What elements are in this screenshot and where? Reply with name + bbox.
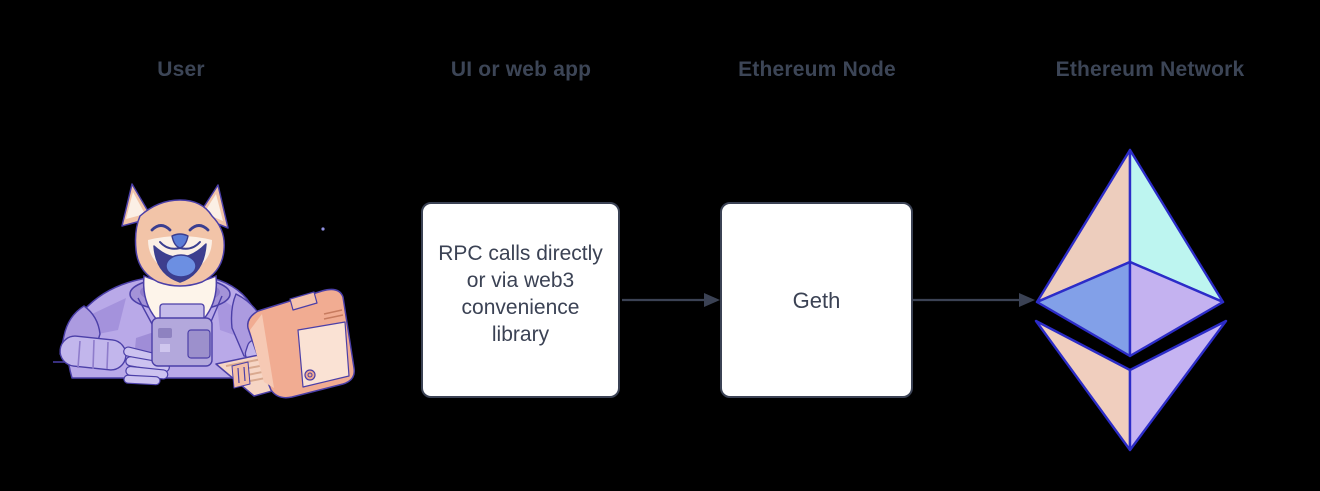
- tongue: [165, 254, 197, 278]
- ethereum-diamond-icon: [1034, 148, 1228, 452]
- column-label-ui-web-app: UI or web app: [450, 58, 592, 81]
- arrow-node-to-network: [913, 293, 1035, 307]
- rpc-box-line: or via web3: [466, 269, 575, 292]
- column-label-ethereum-node: Ethereum Node: [738, 58, 896, 81]
- arrowhead-icon: [1019, 293, 1035, 307]
- geth-box-label: Geth: [792, 287, 841, 313]
- closed-happy-eyes: [150, 224, 210, 232]
- eth-face-mid-right: [1128, 260, 1225, 358]
- doge-astronaut-at-computer-icon: [53, 183, 356, 399]
- retro-computer-icon: [231, 288, 356, 399]
- arrow-ui-to-node: [622, 293, 720, 307]
- glove-fingers: [123, 346, 170, 386]
- sparkle-dot: [321, 227, 325, 231]
- nose-icon: [171, 233, 189, 249]
- column-label-ethereum-network: Ethereum Network: [1055, 58, 1245, 81]
- doge-head: [121, 183, 229, 287]
- rpc-box-line: RPC calls directly: [438, 242, 603, 265]
- eth-face-bottom-right: [1128, 319, 1228, 452]
- arrowhead-icon: [704, 293, 720, 307]
- column-label-user: User: [157, 58, 205, 81]
- ui-webapp-box: RPC calls directly or via web3 convenien…: [421, 202, 620, 398]
- ui-webapp-box-text: RPC calls directly or via web3 convenien…: [438, 240, 603, 360]
- rpc-box-line: convenience: [461, 296, 580, 319]
- chest-control-pack: [137, 295, 223, 367]
- rpc-box-line: library: [491, 323, 550, 346]
- ethereum-node-box: Geth: [720, 202, 913, 398]
